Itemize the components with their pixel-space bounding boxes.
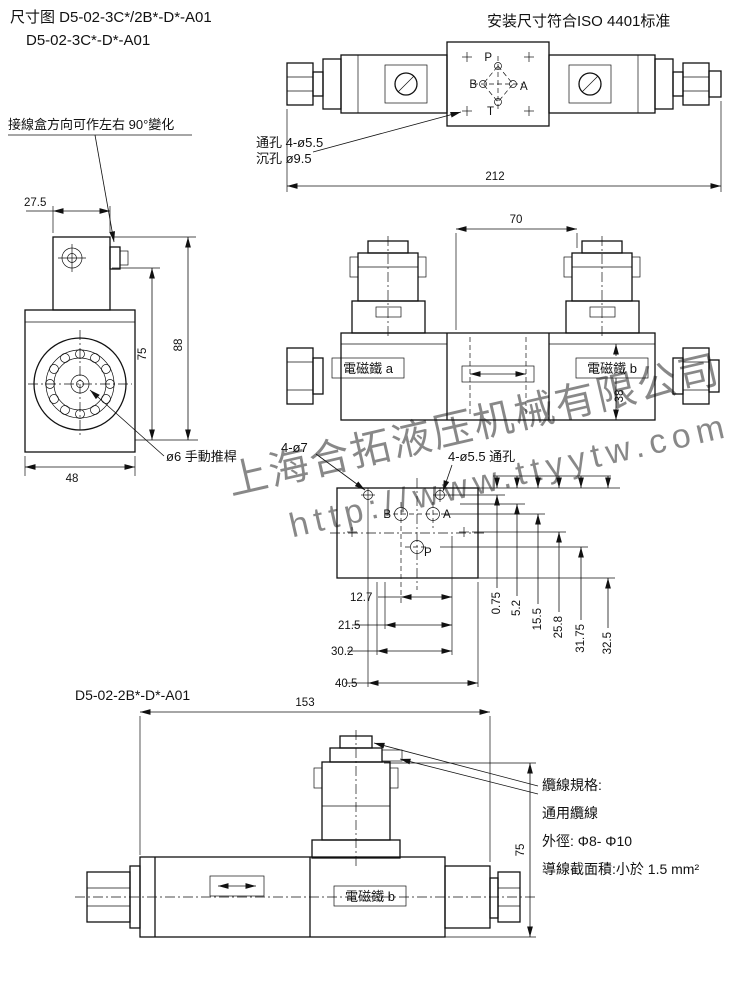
bottom-right-nut — [497, 871, 521, 923]
drawing-subtitle: D5-02-3C*-D*-A01 — [26, 32, 150, 49]
front-left-nut — [286, 347, 314, 405]
drawing-title: 尺寸图 D5-02-3C*/2B*-D*-A01 — [10, 9, 212, 26]
junction-box — [52, 236, 111, 311]
plan-right-solenoid-housing — [548, 54, 656, 114]
dim-38: 38 — [613, 344, 626, 420]
junction-box-note: 接線盒方向可作左右 90°變化 — [8, 117, 174, 132]
dim-27-5: 27.5 — [24, 197, 111, 233]
dim-12-7-label: 12.7 — [350, 592, 372, 604]
plan-view: P B A T — [286, 41, 722, 127]
plan-right-screw — [578, 72, 602, 96]
pattern-port-a: A — [443, 509, 451, 521]
manual-override-knob — [28, 330, 132, 438]
plan-bolt-holes — [462, 52, 534, 116]
dim-25-8-label: 25.8 — [553, 616, 565, 638]
cable-spec-title: 纜線規格: — [542, 777, 602, 793]
model-2b-label: D5-02-2B*-D*-A01 — [75, 687, 190, 703]
manual-pin-label: ø6 手動推桿 — [166, 449, 237, 464]
dim-38-label: 38 — [614, 390, 626, 403]
front-view: 電磁鐵 a 電磁鐵 b 38 — [286, 236, 720, 421]
hole-4d55-label: 4-ø5.5 通孔 — [448, 449, 515, 464]
dim-70: 70 — [455, 214, 578, 330]
front-right-coil — [563, 236, 641, 338]
pattern-port-p: P — [424, 547, 432, 559]
mounting-pattern-view: B A P 4-ø7 4-ø5.5 通孔 12.7 21.5 30.2 40.5 — [281, 440, 620, 690]
dim-31-75-label: 31.75 — [575, 624, 587, 653]
dim-48-label: 48 — [66, 473, 79, 485]
dim-70-label: 70 — [510, 214, 523, 226]
bottom-connector — [311, 730, 403, 866]
port-label-t: T — [487, 106, 494, 118]
pattern-port-b: B — [383, 509, 391, 521]
dim-40-5-label: 40.5 — [335, 678, 357, 690]
standard-note: 安装尺寸符合ISO 4401标准 — [487, 13, 670, 30]
dim-48: 48 — [24, 456, 136, 485]
plan-left-nut — [286, 62, 314, 106]
port-label-a: A — [520, 81, 528, 93]
dim-75b-label: 75 — [515, 844, 527, 857]
dim-88: 88 — [112, 236, 196, 440]
dim-75-side: 75 — [112, 267, 198, 441]
dim-21-5-label: 21.5 — [338, 620, 360, 632]
solenoid-b-label: 電磁鐵 b — [587, 361, 637, 376]
plan-right-nut — [682, 62, 710, 106]
side-view: 接線盒方向可作左右 90°變化 — [8, 117, 237, 485]
header: 尺寸图 D5-02-3C*/2B*-D*-A01 D5-02-3C*-D*-A0… — [10, 9, 670, 49]
dim-75-label: 75 — [137, 348, 149, 361]
dim-153-label: 153 — [295, 697, 314, 709]
front-body — [340, 332, 656, 421]
plan-ports: P B A T — [469, 52, 528, 118]
solenoid-a-label: 電磁鐵 a — [343, 361, 394, 376]
cable-gland — [109, 246, 121, 270]
dim-0-75-label: 0.75 — [491, 592, 503, 614]
single-solenoid-view: D5-02-2B*-D*-A01 153 電磁鐵 b — [75, 687, 699, 938]
manual-pin-callout: ø6 手動推桿 — [89, 389, 237, 464]
port-label-p: P — [484, 52, 492, 64]
dim-212-label: 212 — [485, 171, 504, 183]
dim-153: 153 — [139, 697, 491, 862]
front-spool-symbol — [461, 365, 535, 383]
port-label-b: B — [469, 79, 477, 91]
front-left-coil — [349, 236, 427, 338]
through-hole-label: 通孔 4-ø5.5 — [256, 135, 323, 150]
bottom-left-nut — [86, 871, 131, 923]
side-body — [24, 309, 136, 453]
hole-callout: 通孔 4-ø5.5 沉孔 ø9.5 — [256, 111, 462, 166]
dim-30-2-label: 30.2 — [331, 646, 353, 658]
dim-27-5-label: 27.5 — [24, 197, 46, 209]
dim-15-5-label: 15.5 — [532, 608, 544, 630]
pattern-v-dims: 0.75 5.2 15.5 25.8 31.75 32.5 — [440, 475, 620, 654]
dim-88-label: 88 — [173, 339, 185, 352]
cable-type: 通用纜線 — [542, 805, 598, 821]
cable-od: 外徑: Φ8- Φ10 — [542, 833, 632, 849]
dim-75-bottom: 75 — [384, 762, 536, 938]
plan-left-screw — [394, 72, 418, 96]
solenoid-b2-label: 電磁鐵 b — [345, 889, 395, 904]
counterbore-label: 沉孔 ø9.5 — [256, 151, 312, 166]
cable-note: 纜線規格: 通用纜線 外徑: Φ8- Φ10 導線截面積:小於 1.5 mm² — [542, 777, 699, 877]
dim-212: 212 — [286, 101, 722, 192]
hole-4d7-label: 4-ø7 — [281, 440, 308, 455]
dim-5-2-label: 5.2 — [511, 600, 523, 616]
cable-section-area: 導線截面積:小於 1.5 mm² — [542, 861, 699, 877]
pattern-h-dims: 12.7 21.5 30.2 40.5 — [331, 502, 479, 690]
dim-32-5-label: 32.5 — [602, 632, 614, 654]
plan-left-solenoid-housing — [340, 54, 448, 114]
